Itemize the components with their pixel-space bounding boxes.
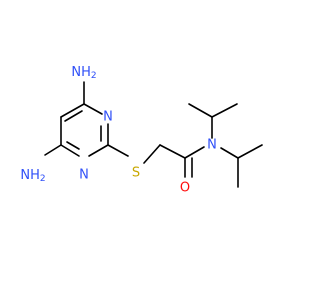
bond-carbonyl-n: [184, 146, 205, 159]
sulfur-label: S: [132, 166, 140, 181]
bond-c6-nh2bottom: [44, 144, 62, 156]
bond-c6-n1: [60, 144, 80, 157]
ring-nitrogen-bottom-label: N: [79, 168, 89, 183]
ring-nitrogen-top-label: N: [103, 110, 113, 125]
bond-c6-n1-double: [66, 141, 80, 150]
bond-c4-c5-double: [64, 110, 83, 122]
bond-n1-c2: [88, 144, 109, 157]
bond-ipr1-me2: [211, 103, 238, 118]
amine-bottom-label: NH2: [20, 168, 45, 185]
bond-n-ipr2: [220, 147, 239, 159]
bond-ipr2-me2: [237, 144, 263, 159]
bond-layer: [44, 81, 263, 188]
bond-ch2-carbonyl: [159, 144, 186, 159]
bond-s-ch2: [143, 144, 161, 164]
bond-ipr1-me1: [188, 103, 213, 118]
atom-label-layer: NH2 NH2 N N S N O: [20, 65, 216, 196]
bond-c4-c5: [60, 103, 85, 118]
amine-top-label: NH2: [71, 65, 96, 82]
amide-nitrogen-label: N: [207, 138, 217, 153]
bond-n3-c4: [83, 103, 103, 115]
carbonyl-oxygen-label: O: [180, 181, 190, 196]
bond-c2-s: [107, 144, 129, 157]
molecule-diagram: NH2 NH2 N N S N O: [20, 65, 263, 196]
